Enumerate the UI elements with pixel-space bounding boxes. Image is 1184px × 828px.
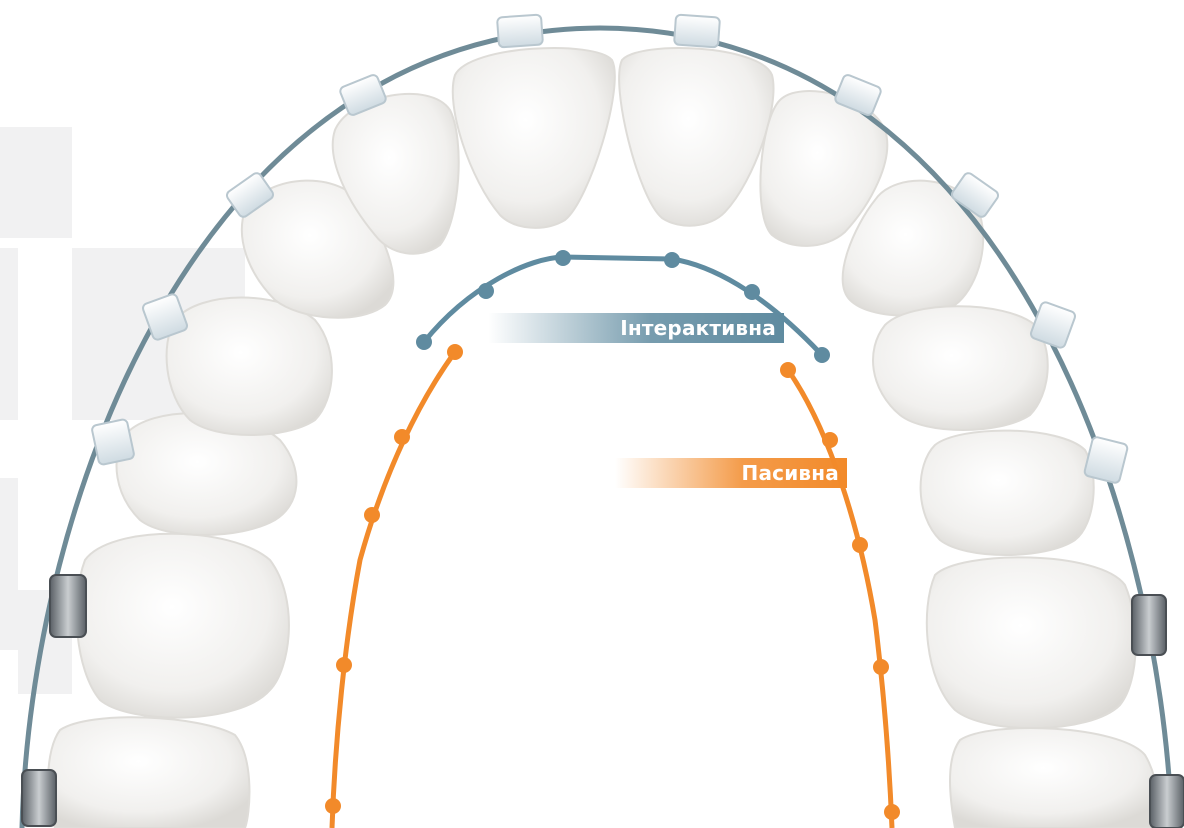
- passive-label: Пасивна: [615, 458, 847, 488]
- interactive-point: [664, 252, 680, 268]
- metal-bracket: [1132, 595, 1166, 655]
- interactive-point: [814, 347, 830, 363]
- metal-bracket: [50, 575, 86, 637]
- metal-bracket: [1150, 775, 1184, 828]
- passive-point: [873, 659, 889, 675]
- passive-point: [447, 344, 463, 360]
- passive-point: [852, 537, 868, 553]
- tooth: [873, 306, 1048, 430]
- clear-bracket: [674, 15, 720, 48]
- tooth: [921, 431, 1094, 555]
- interactive-point: [478, 283, 494, 299]
- passive-point: [336, 657, 352, 673]
- passive-point: [325, 798, 341, 814]
- interactive-curve: [416, 250, 830, 363]
- teeth: [48, 48, 1158, 828]
- clear-bracket: [91, 419, 135, 466]
- passive-curve: [325, 344, 900, 828]
- passive-point: [780, 362, 796, 378]
- interactive-point: [744, 284, 760, 300]
- interactive-point: [416, 334, 432, 350]
- interactive-point: [555, 250, 571, 266]
- tooth: [453, 48, 615, 228]
- tooth: [950, 728, 1158, 828]
- metal-bracket: [22, 770, 56, 826]
- passive-arc-left: [332, 352, 455, 828]
- clear-bracket: [497, 15, 543, 48]
- tooth: [77, 534, 289, 718]
- clear-bracket: [1084, 436, 1129, 484]
- tooth: [619, 48, 773, 226]
- passive-arc-right: [788, 370, 892, 828]
- tooth: [927, 557, 1136, 728]
- passive-point: [822, 432, 838, 448]
- passive-point: [364, 507, 380, 523]
- tooth: [167, 298, 332, 436]
- passive-point: [394, 429, 410, 445]
- tooth: [48, 717, 249, 828]
- interactive-label: Інтерактивна: [488, 313, 784, 343]
- passive-point: [884, 804, 900, 820]
